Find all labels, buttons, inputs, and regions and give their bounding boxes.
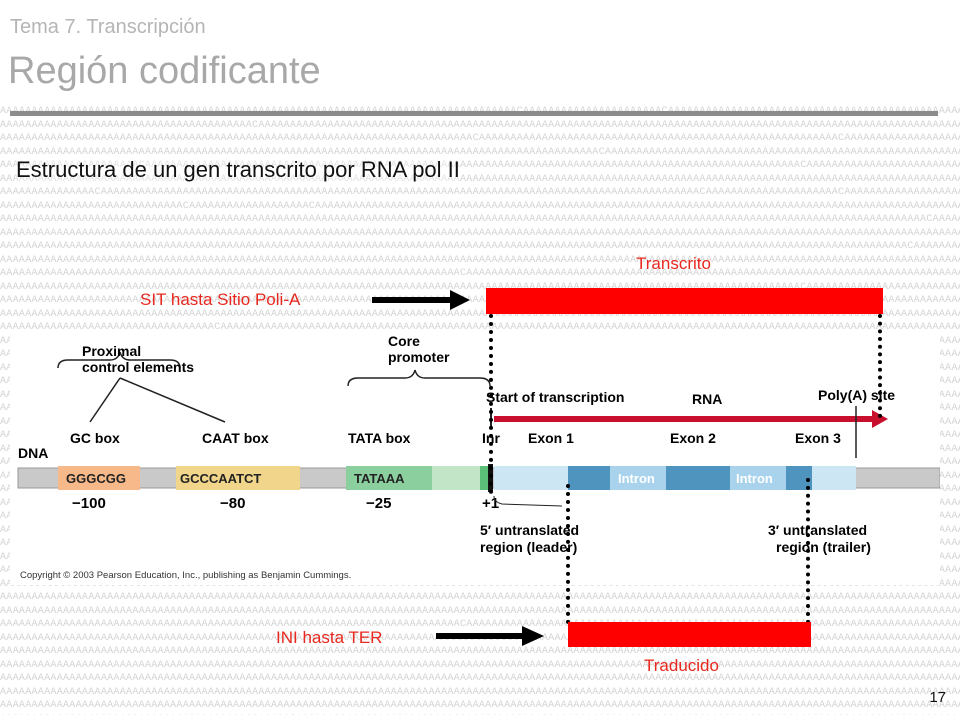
intron2-segment xyxy=(730,466,786,490)
background-sequence-line: AAAAAAAAAAAAAAAAAAAAAAAAAAAAACAAAAAAAAAA… xyxy=(0,200,960,212)
background-sequence-line: AAAAAAAAAAAAAAAAAAAAAAAAAAAAAAAAAAAAAAAA… xyxy=(0,295,960,306)
background-sequence-line: AAAAAAAAAAAAAAAAAAAAAAAAAAAAAAAAAAAAAAAA… xyxy=(0,619,960,630)
background-sequence-line: AAAAAAAAAAAAAAAAAAAAAAAAAAAAAAAAAAAAAAAA… xyxy=(0,673,960,684)
polya-dotted-line xyxy=(878,314,882,418)
gc-box-text: GC box xyxy=(70,430,120,446)
background-sequence-line: AAAAAAAAAAAAAAAAAAAAAAAAAAAAAAAAAAAAAAAA… xyxy=(0,686,960,698)
background-sequence-line: AAAAAAAAAAAAAAAAAAAAAAAAAAAAAAAAAAAAAAAA… xyxy=(0,133,960,144)
proximal-line-caat xyxy=(119,377,226,423)
exon3-text: Exon 3 xyxy=(795,430,841,446)
exon2-segment xyxy=(666,466,730,490)
transcrito-label: Transcrito xyxy=(636,254,711,273)
plus-one-text: +1 xyxy=(482,495,499,512)
background-sequence-line: AAAAAAAAAAAAAAAAAAAAAAAAAAAAAAAAAAAAAAAA… xyxy=(0,646,960,657)
slide-subtitle: Estructura de un gen transcrito por RNA … xyxy=(16,157,460,183)
background-sequence-line: AAAAAAAAAAAAAAAAAAAAAACAAAAAAAAAAAAAAAAA… xyxy=(0,160,960,171)
tata-box-segment xyxy=(346,466,432,490)
utr5-segment xyxy=(494,466,568,490)
translated-bar xyxy=(568,622,811,647)
sit-dotted-line xyxy=(489,314,493,494)
background-sequence-line: AAAAAAAAAAAAAAAAAAAAAAAAAAAAAAAAAAAAAAAA… xyxy=(0,214,960,225)
utr3-segment xyxy=(812,466,856,490)
background-sequence-line: AAAAAAAAAAAAAAACAAAAAAAAAAAAAAAAAAAAAAAA… xyxy=(0,187,960,198)
caat-box-segment xyxy=(176,466,300,490)
utr3-line2: region (trailer) xyxy=(776,539,871,555)
slide-title: Región codificante xyxy=(8,50,321,92)
background-sequence-line: AAAAAAAAAAAAAAAAAAAAAAAAAAAAAAAAAAAAAAAA… xyxy=(0,308,960,320)
dna-text: DNA xyxy=(18,445,48,461)
title-rule xyxy=(10,111,938,116)
background-sequence-line: AAAAAAAAAAAAAAAAAAAAAAAAAAAAAAAAAAAAAAAA… xyxy=(0,700,960,711)
intron1-text: Intron xyxy=(618,471,655,486)
caat-sequence: GCCCAATCT xyxy=(180,471,261,486)
intron2-text: Intron xyxy=(736,471,773,486)
pos-caat: −80 xyxy=(220,495,245,512)
pos-tata: −25 xyxy=(366,495,391,512)
transcript-bar xyxy=(486,288,883,314)
gc-box-segment xyxy=(58,466,140,490)
background-sequence-line: AAAAAAAAAAAAAAAAAAAAAAAAAAAAAAAAAAAAAAAA… xyxy=(0,227,960,239)
background-sequence-line: AAAAAAAAAAAAAAAAAAAAAAAAAAAAAAAAAAAAAAAA… xyxy=(0,146,960,158)
rna-text: RNA xyxy=(692,391,722,407)
start-transcription-text: Start of transcription xyxy=(486,389,624,405)
ter-dotted-line xyxy=(806,478,810,624)
exon2-text: Exon 2 xyxy=(670,430,716,446)
background-sequence-line: AAAAAAAAAAAAAAAAAAAAAAAAAAAAAAAAAAAAAAAA… xyxy=(0,713,960,716)
gene-structure-figure: Proximal control elements Core promoter … xyxy=(10,330,941,585)
background-sequence-line: AAAAAAAAAAAAAAAAAAAAAAAAAAAAAAAAAAAAAAAA… xyxy=(0,268,960,279)
core-bracket xyxy=(347,369,491,387)
background-sequence-line: AAAAAAAAAAAAAAAAAAAAAAAAAAAAAAAAAAAAAAAA… xyxy=(0,605,960,617)
exon1-text: Exon 1 xyxy=(528,430,574,446)
topic-header: Tema 7. Transcripción xyxy=(10,16,206,38)
background-sequence-line: AAAAAAAAAAAAAAAAAAAAAAAAAAAAAAAAAACAAAAA… xyxy=(0,322,960,333)
ini-arrow-icon xyxy=(436,626,544,646)
background-sequence-line: AAAAAAAAAAAAAAAAAAAAAAAAAAAAAAAAAAAAAAAA… xyxy=(0,281,960,293)
tata-sequence: TATAAA xyxy=(354,471,405,486)
utr5-line2: region (leader) xyxy=(480,539,577,555)
tata-box-text: TATA box xyxy=(348,430,411,446)
utr3-line1: 3′ untranslated xyxy=(768,522,867,538)
caat-box-text: CAAT box xyxy=(202,430,269,446)
background-sequence-line: AAAAAAAAAAAAAAAAAAAAAAAAAAAAAAAAAAAAAAAA… xyxy=(0,659,960,671)
core-text: Core xyxy=(388,333,420,349)
intron1-segment xyxy=(610,466,666,490)
traducido-label: Traducido xyxy=(644,656,719,675)
pos-gc: −100 xyxy=(72,495,106,512)
promoter-text: promoter xyxy=(388,349,450,365)
proximal-text: Proximal xyxy=(82,343,141,359)
background-sequence-line: AAAAAAAAAAAAAAAAAAAAAAAAAAAAAAAAAAAAAAAA… xyxy=(0,592,960,603)
utr5-bracket xyxy=(493,495,563,507)
ini-label: INI hasta TER xyxy=(276,628,383,647)
gc-sequence: GGGCGG xyxy=(66,471,126,486)
tata-inr-spacer xyxy=(432,466,480,490)
exon1-segment xyxy=(568,466,610,490)
page-number: 17 xyxy=(929,689,946,706)
rna-arrow-head-icon xyxy=(872,410,888,428)
rna-arrow-shaft xyxy=(494,416,874,422)
polya-text: Poly(A) site xyxy=(818,387,895,403)
proximal-line-gc xyxy=(89,377,121,423)
sit-arrow-icon xyxy=(372,290,470,310)
sit-label: SIT hasta Sitio Poli-A xyxy=(140,290,301,309)
background-sequence-line: AAAAAAAAAAAAAAAAAAAAAAAAAAAAAAAAAAAAAAAA… xyxy=(0,119,960,131)
background-sequence-line: AAAAAAAAAAAAAAAAAAAAAAAAAAAAAAAAAAAAAAAA… xyxy=(0,241,960,252)
gene-diagram-svg: Proximal control elements Core promoter … xyxy=(17,333,941,581)
copyright-text: Copyright © 2003 Pearson Education, Inc.… xyxy=(20,570,351,581)
proximal-bracket xyxy=(57,351,181,369)
control-elements-text: control elements xyxy=(82,359,194,375)
ini-dotted-line xyxy=(566,484,570,624)
background-sequence-line: AAAAAAAAAAAAAAAAAAAAAAAAAAAAAAAAAAAAAAAA… xyxy=(0,254,960,266)
background-sequence-line: AAAAAAAAAAAAAAAAAAAAAAAAAAAAAAAAAAAAAAAA… xyxy=(0,173,960,185)
utr5-line1: 5′ untranslated xyxy=(480,522,579,538)
